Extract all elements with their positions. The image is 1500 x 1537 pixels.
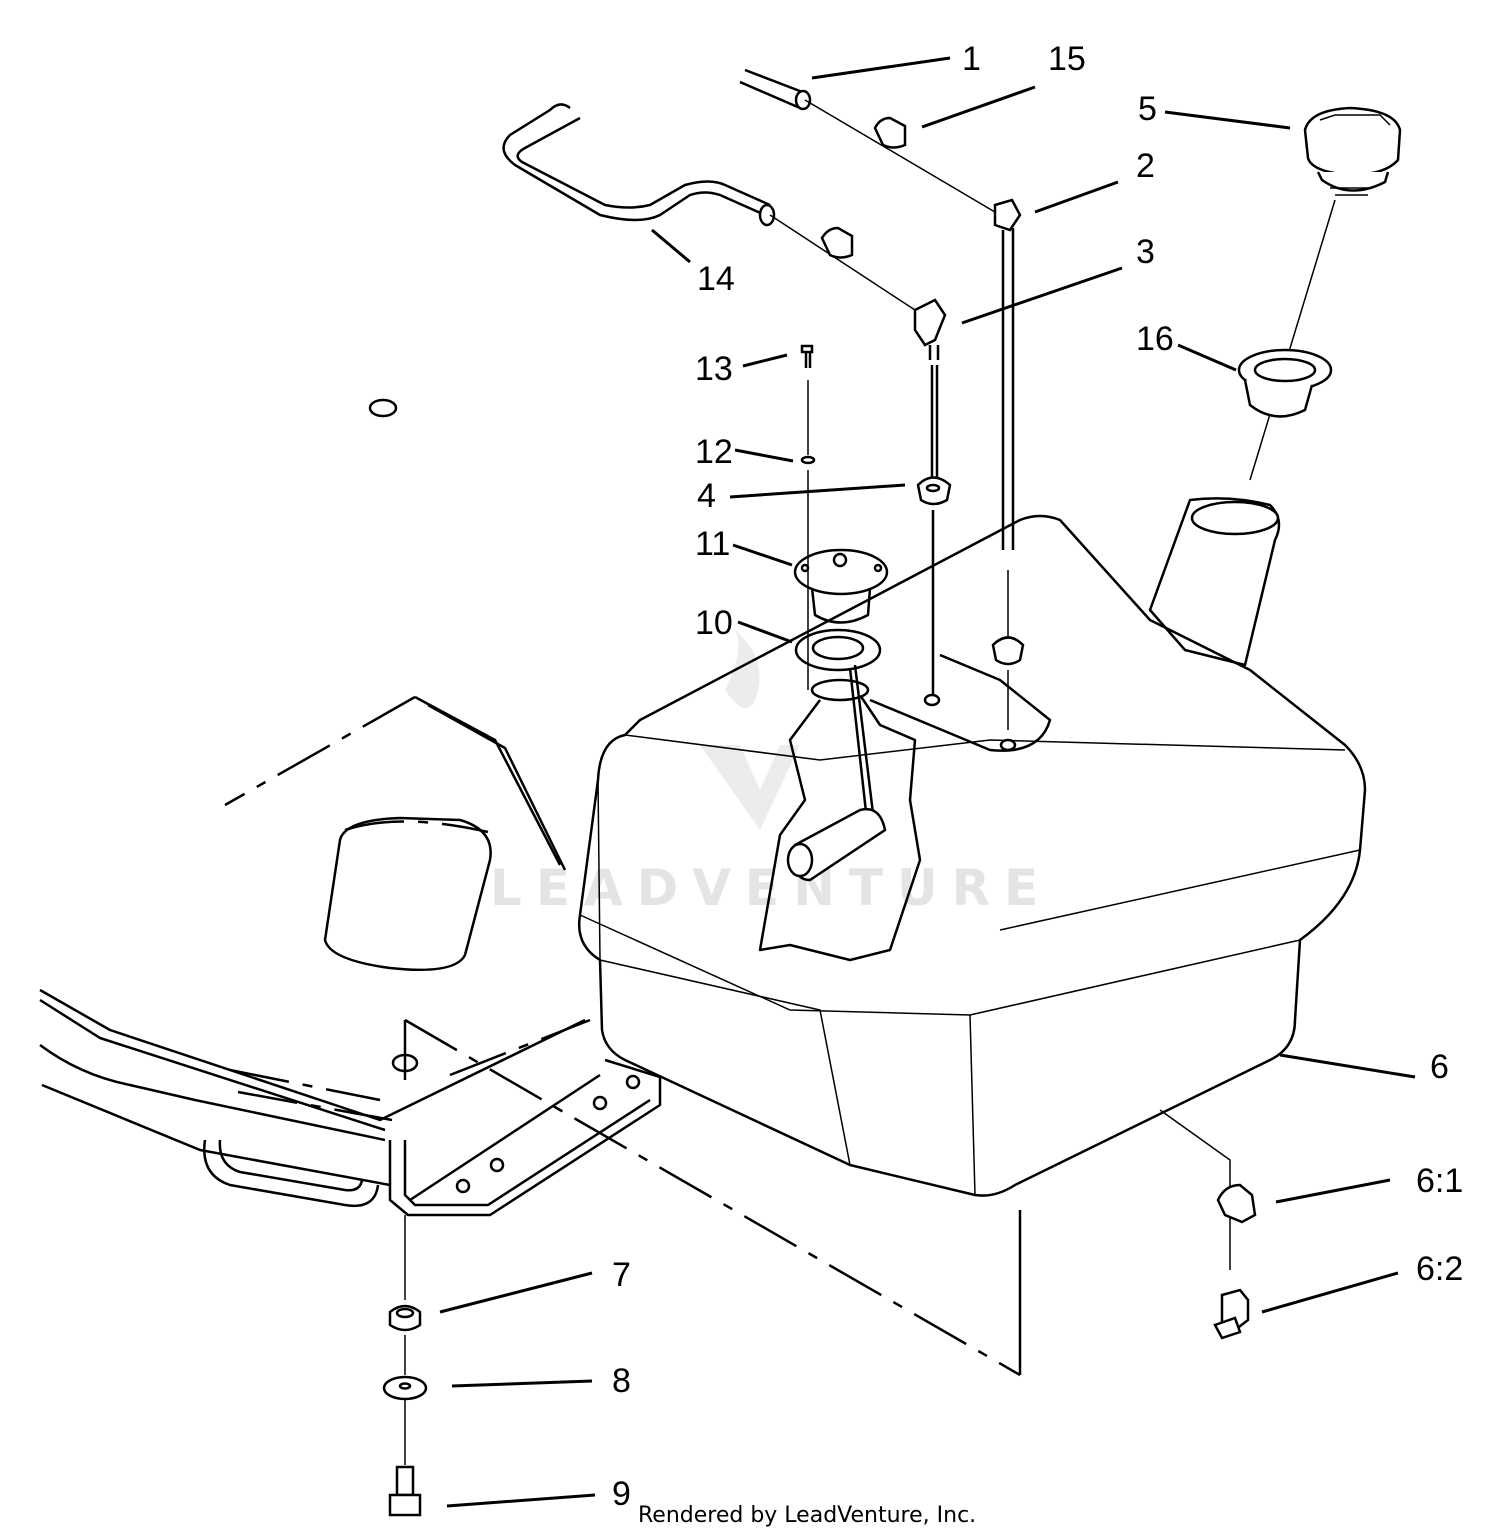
clamp-6-1	[1216, 1183, 1257, 1224]
fuel-cap-5	[1249, 106, 1402, 481]
callout-13: 13	[695, 350, 733, 388]
frame-hole	[368, 398, 398, 418]
callout-12: 12	[695, 433, 733, 471]
callout-14: 14	[697, 260, 735, 298]
callout-2: 2	[1136, 147, 1155, 185]
callout-15: 15	[1048, 40, 1086, 78]
fitting-3	[913, 298, 947, 347]
frame-plate	[39, 398, 1022, 1377]
render-credit: Rendered by LeadVenture, Inc.	[638, 1503, 976, 1528]
callout-11: 11	[695, 525, 730, 563]
callout-4: 4	[697, 477, 716, 515]
callout-7: 7	[612, 1256, 631, 1294]
washer-12	[800, 455, 816, 465]
clamp-15	[873, 116, 907, 149]
sender-flange	[793, 548, 889, 596]
shutoff-valve-6-2	[1213, 1288, 1250, 1340]
callout-1: 1	[962, 40, 981, 78]
screw-13	[800, 344, 814, 368]
grommet-lower	[991, 636, 1025, 666]
bolt-9	[388, 1465, 422, 1517]
watermark: LEADVENTURE	[490, 630, 1038, 917]
callout-6: 6	[1430, 1048, 1449, 1086]
callout-9: 9	[612, 1475, 631, 1513]
leader-lines	[439, 56, 1416, 1508]
callout-10: 10	[695, 604, 733, 642]
callout-3: 3	[1136, 233, 1155, 271]
hose-assembly	[502, 68, 1025, 730]
callout-8: 8	[612, 1362, 631, 1400]
strainer-16	[1237, 348, 1333, 418]
watermark-logo	[700, 630, 800, 830]
callout-6-1: 6:1	[1416, 1162, 1463, 1200]
callout-16: 16	[1136, 320, 1174, 358]
fuel-tank	[577, 497, 1367, 1197]
callout-5: 5	[1138, 90, 1157, 128]
callout-6-2: 6:2	[1416, 1250, 1463, 1288]
fitting-2	[993, 198, 1022, 232]
callout-labels: 1 15 5 2 3 14 16 13 12 4 11 10 6 6:1 6:2…	[612, 40, 1463, 1513]
fuel-sender	[786, 380, 889, 882]
